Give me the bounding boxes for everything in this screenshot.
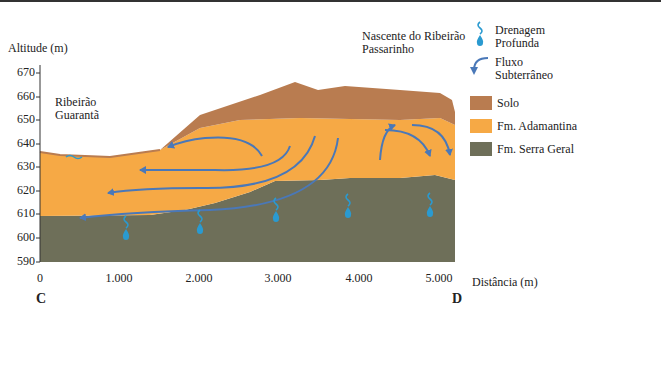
legend-text: Drenagem Profunda [495, 24, 565, 50]
place-label: Nascente do Ribeirão Passarinho [362, 30, 472, 56]
axis-title: Altitude (m) [8, 42, 98, 55]
tick-label: 670 [0, 66, 35, 79]
drainage-symbol [468, 20, 492, 48]
tick-label: 2.000 [184, 272, 214, 285]
legend-swatch [470, 142, 492, 156]
place-label: Ribeirão Guarantã [55, 96, 125, 122]
tick-label: 600 [0, 231, 35, 244]
tick-label: 640 [0, 137, 35, 150]
tick-label: 650 [0, 113, 35, 126]
section-end-label: D [450, 292, 464, 305]
tick-label: 590 [0, 255, 35, 268]
legend-text: Fluxo Subterrâneo [495, 56, 565, 82]
tick-label: 5.000 [424, 272, 454, 285]
legend-text: Solo [497, 97, 597, 110]
section-end-label: C [34, 292, 48, 305]
tick-label: 0 [34, 272, 46, 285]
legend-text: Fm. Serra Geral [497, 143, 607, 156]
tick-label: 610 [0, 207, 35, 220]
legend-swatch [470, 96, 492, 110]
tick-label: 1.000 [104, 272, 134, 285]
axis-title: Distância (m) [472, 276, 562, 289]
tick-label: 660 [0, 90, 35, 103]
tick-label: 4.000 [344, 272, 374, 285]
legend-text: Fm. Adamantina [497, 120, 597, 133]
tick-label: 630 [0, 160, 35, 173]
flow-symbol [468, 52, 492, 80]
tick-label: 3.000 [263, 272, 293, 285]
legend-swatch [470, 119, 492, 133]
tick-label: 620 [0, 184, 35, 197]
